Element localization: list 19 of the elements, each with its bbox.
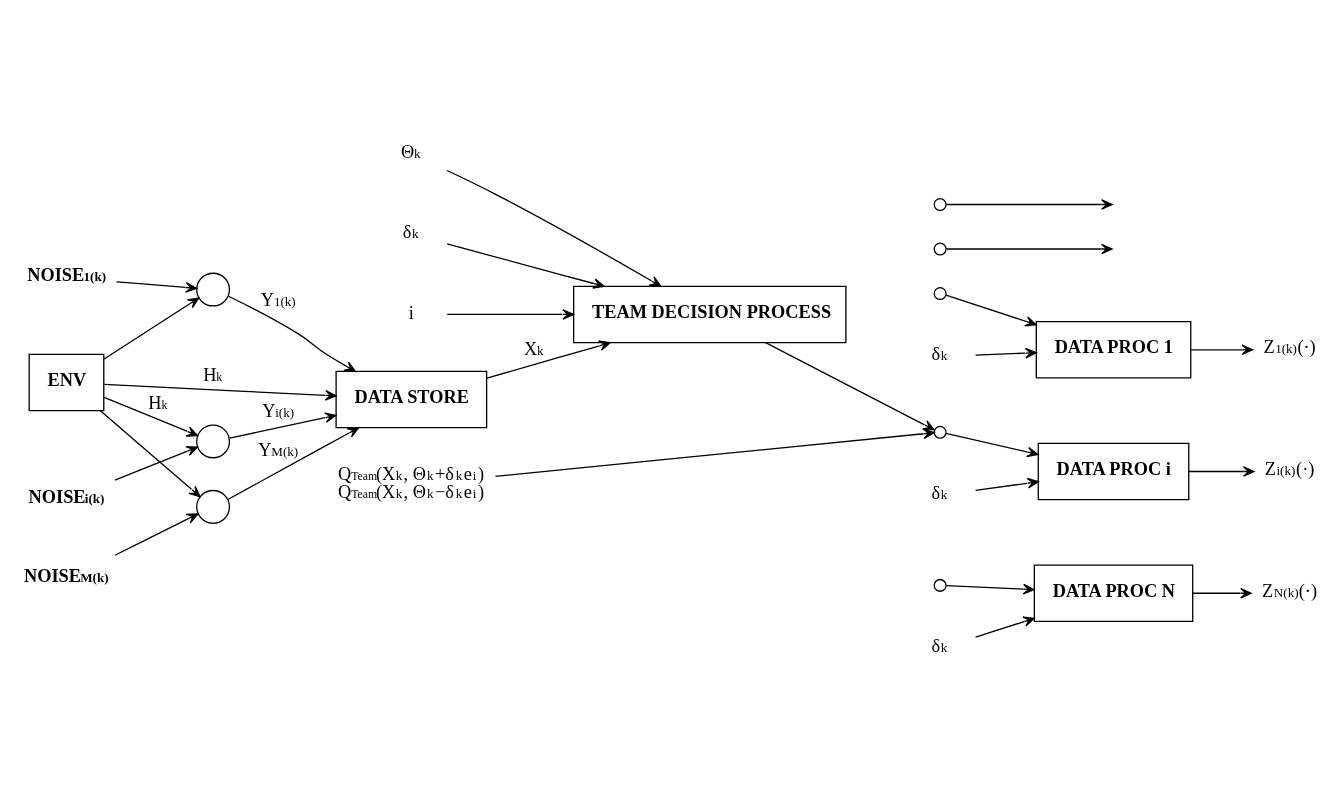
node-text: i: [408, 303, 414, 324]
node-text: δk: [931, 343, 948, 364]
edge-label: Y1(k): [260, 289, 296, 310]
node-text: NOISEi(k): [28, 486, 105, 507]
node-text: QTeam(Xk, Θk+δkei) QTeam(Xk, Θk−δkei): [338, 463, 485, 502]
edge-label: Hk: [203, 365, 223, 386]
node-text: Zi(k)(·): [1264, 459, 1315, 480]
node-text: δk: [931, 635, 948, 656]
node-text: ZN(k)(·): [1262, 580, 1318, 601]
node-text: NOISEM(k): [23, 566, 109, 587]
edge-label: Yi(k): [262, 400, 295, 421]
edge-label: Xk: [523, 339, 544, 360]
node-text: Z1(k)(·): [1263, 337, 1316, 358]
edge-label: YM(k): [258, 440, 299, 461]
node-text: δk: [402, 222, 419, 243]
edge-label: Hk: [148, 392, 168, 413]
node-text: NOISE1(k): [27, 265, 107, 286]
node-text: Θk: [400, 142, 421, 163]
node-text: δk: [931, 482, 948, 503]
